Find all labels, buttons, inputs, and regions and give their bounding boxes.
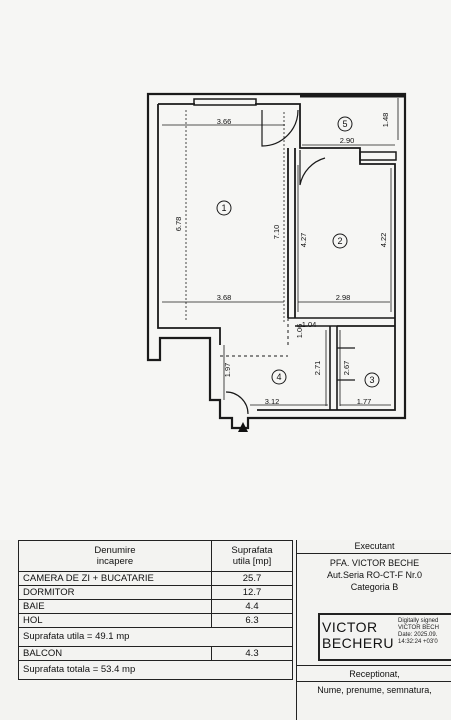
table-row: BAIE 4.4: [18, 599, 293, 614]
dim-678: 6.78: [174, 217, 183, 232]
digital-signature: Digitally signed VICTOR BECH Date: 2025.…: [398, 618, 439, 645]
executant-company: PFA. VICTOR BECHE: [329, 558, 420, 568]
executant-title: Executant: [297, 540, 451, 554]
dim-368: 3.68: [217, 293, 232, 302]
inner-wall-outline: [157, 103, 396, 411]
room-name: HOL: [18, 613, 212, 628]
room-area: 25.7: [211, 571, 293, 586]
table-row: HOL 6.3: [18, 613, 293, 628]
dim-197: 1.97: [223, 363, 232, 378]
window-bedroom: [359, 151, 397, 161]
room-number-2: 2: [337, 236, 342, 246]
dim-177: 1.77: [357, 397, 372, 406]
grand-total: Suprafata totala = 53.4 mp: [18, 660, 293, 680]
room-number-4: 4: [276, 372, 281, 382]
balcony-row: BALCON 4.3: [18, 646, 293, 661]
room-number-1: 1: [221, 203, 226, 213]
room-number-3: 3: [369, 375, 374, 385]
dim-366: 3.66: [217, 117, 232, 126]
dim-271: 2.71: [313, 361, 322, 376]
door-bedroom: [299, 150, 326, 186]
balcony-area: 4.3: [211, 646, 293, 661]
room-number-5: 5: [342, 119, 347, 129]
room-area: 12.7: [211, 585, 293, 600]
table-row: DORMITOR 12.7: [18, 585, 293, 600]
dim-267: 2.67: [342, 361, 351, 376]
balcony-name: BALCON: [18, 646, 212, 661]
table-row: CAMERA DE ZI + BUCATARIE 25.7: [18, 571, 293, 586]
dim-104: 1.04: [302, 320, 317, 329]
partition-wall: [287, 148, 296, 318]
room-area: 6.3: [211, 613, 293, 628]
floor-plan-drawing: 1 2 3 4 5 3.66 2.90 1.48 6.78 7.10 4.27 …: [146, 92, 407, 432]
grand-total-row: Suprafata totala = 53.4 mp: [18, 660, 293, 680]
received-label: Receptionat,: [297, 665, 451, 682]
executant-block: Executant PFA. VICTOR BECHE Aut.Seria RO…: [296, 540, 451, 720]
room-name: BAIE: [18, 599, 212, 614]
room-area: 4.4: [211, 599, 293, 614]
dim-422: 4.22: [379, 233, 388, 248]
dim-148: 1.48: [381, 113, 390, 128]
dim-298: 2.98: [336, 293, 351, 302]
executant-authorization: Aut.Seria RO-CT-F Nr.0: [326, 570, 423, 580]
stamp-name: VICTOR BECHERU: [322, 619, 394, 651]
bath-wall: [329, 326, 338, 410]
floor-plan: 1 2 3 4 5 3.66 2.90 1.48 6.78 7.10 4.27 …: [146, 92, 407, 432]
outer-wall: [146, 92, 407, 430]
door-balcony: [261, 109, 299, 147]
entrance-arrow: [238, 422, 248, 432]
room-name: CAMERA DE ZI + BUCATARIE: [18, 571, 212, 586]
received-fields: Nume, prenume, semnatura,: [297, 681, 451, 698]
dim-312: 3.12: [265, 397, 280, 406]
executant-category: Categoria B: [350, 582, 399, 592]
dim-427: 4.27: [299, 233, 308, 248]
dim-710: 7.10: [272, 225, 281, 240]
window-living: [193, 98, 257, 106]
signature-stamp: VICTOR BECHERU Digitally signed VICTOR B…: [318, 613, 451, 661]
dim-106: 1.06: [295, 324, 304, 339]
useful-total: Suprafata utila = 49.1 mp: [18, 627, 293, 647]
room-name: DORMITOR: [18, 585, 212, 600]
dim-290: 2.90: [340, 136, 355, 145]
door-entrance: [225, 391, 249, 415]
useful-total-row: Suprafata utila = 49.1 mp: [18, 627, 293, 647]
